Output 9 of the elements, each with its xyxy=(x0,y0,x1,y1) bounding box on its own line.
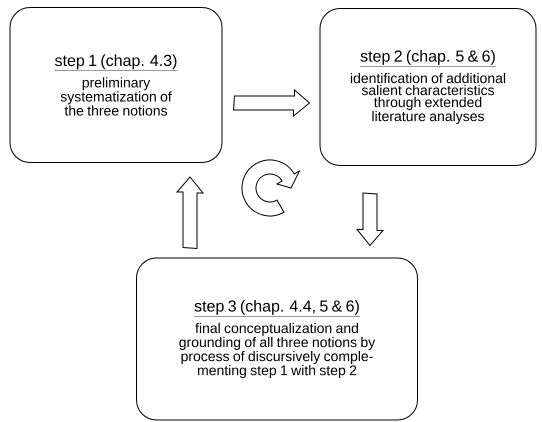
step-box xyxy=(10,7,222,163)
heading: step 2 (chap. 5 & 6) xyxy=(360,50,496,66)
description: final conceptualization and grounding of all three notions by process of discursively comple- menting step 1 with step 2 xyxy=(179,322,376,378)
heading: step 1 (chap. 4.3) xyxy=(54,54,178,71)
heading: step 3 (chap. 4.4, 5 & 6) xyxy=(194,300,360,316)
step-box xyxy=(136,258,418,420)
description: identification of additional salient characteristics through extended literature analyses xyxy=(350,72,506,124)
description: preliminary systematization of the three notions xyxy=(60,77,172,116)
step-box xyxy=(320,8,536,166)
